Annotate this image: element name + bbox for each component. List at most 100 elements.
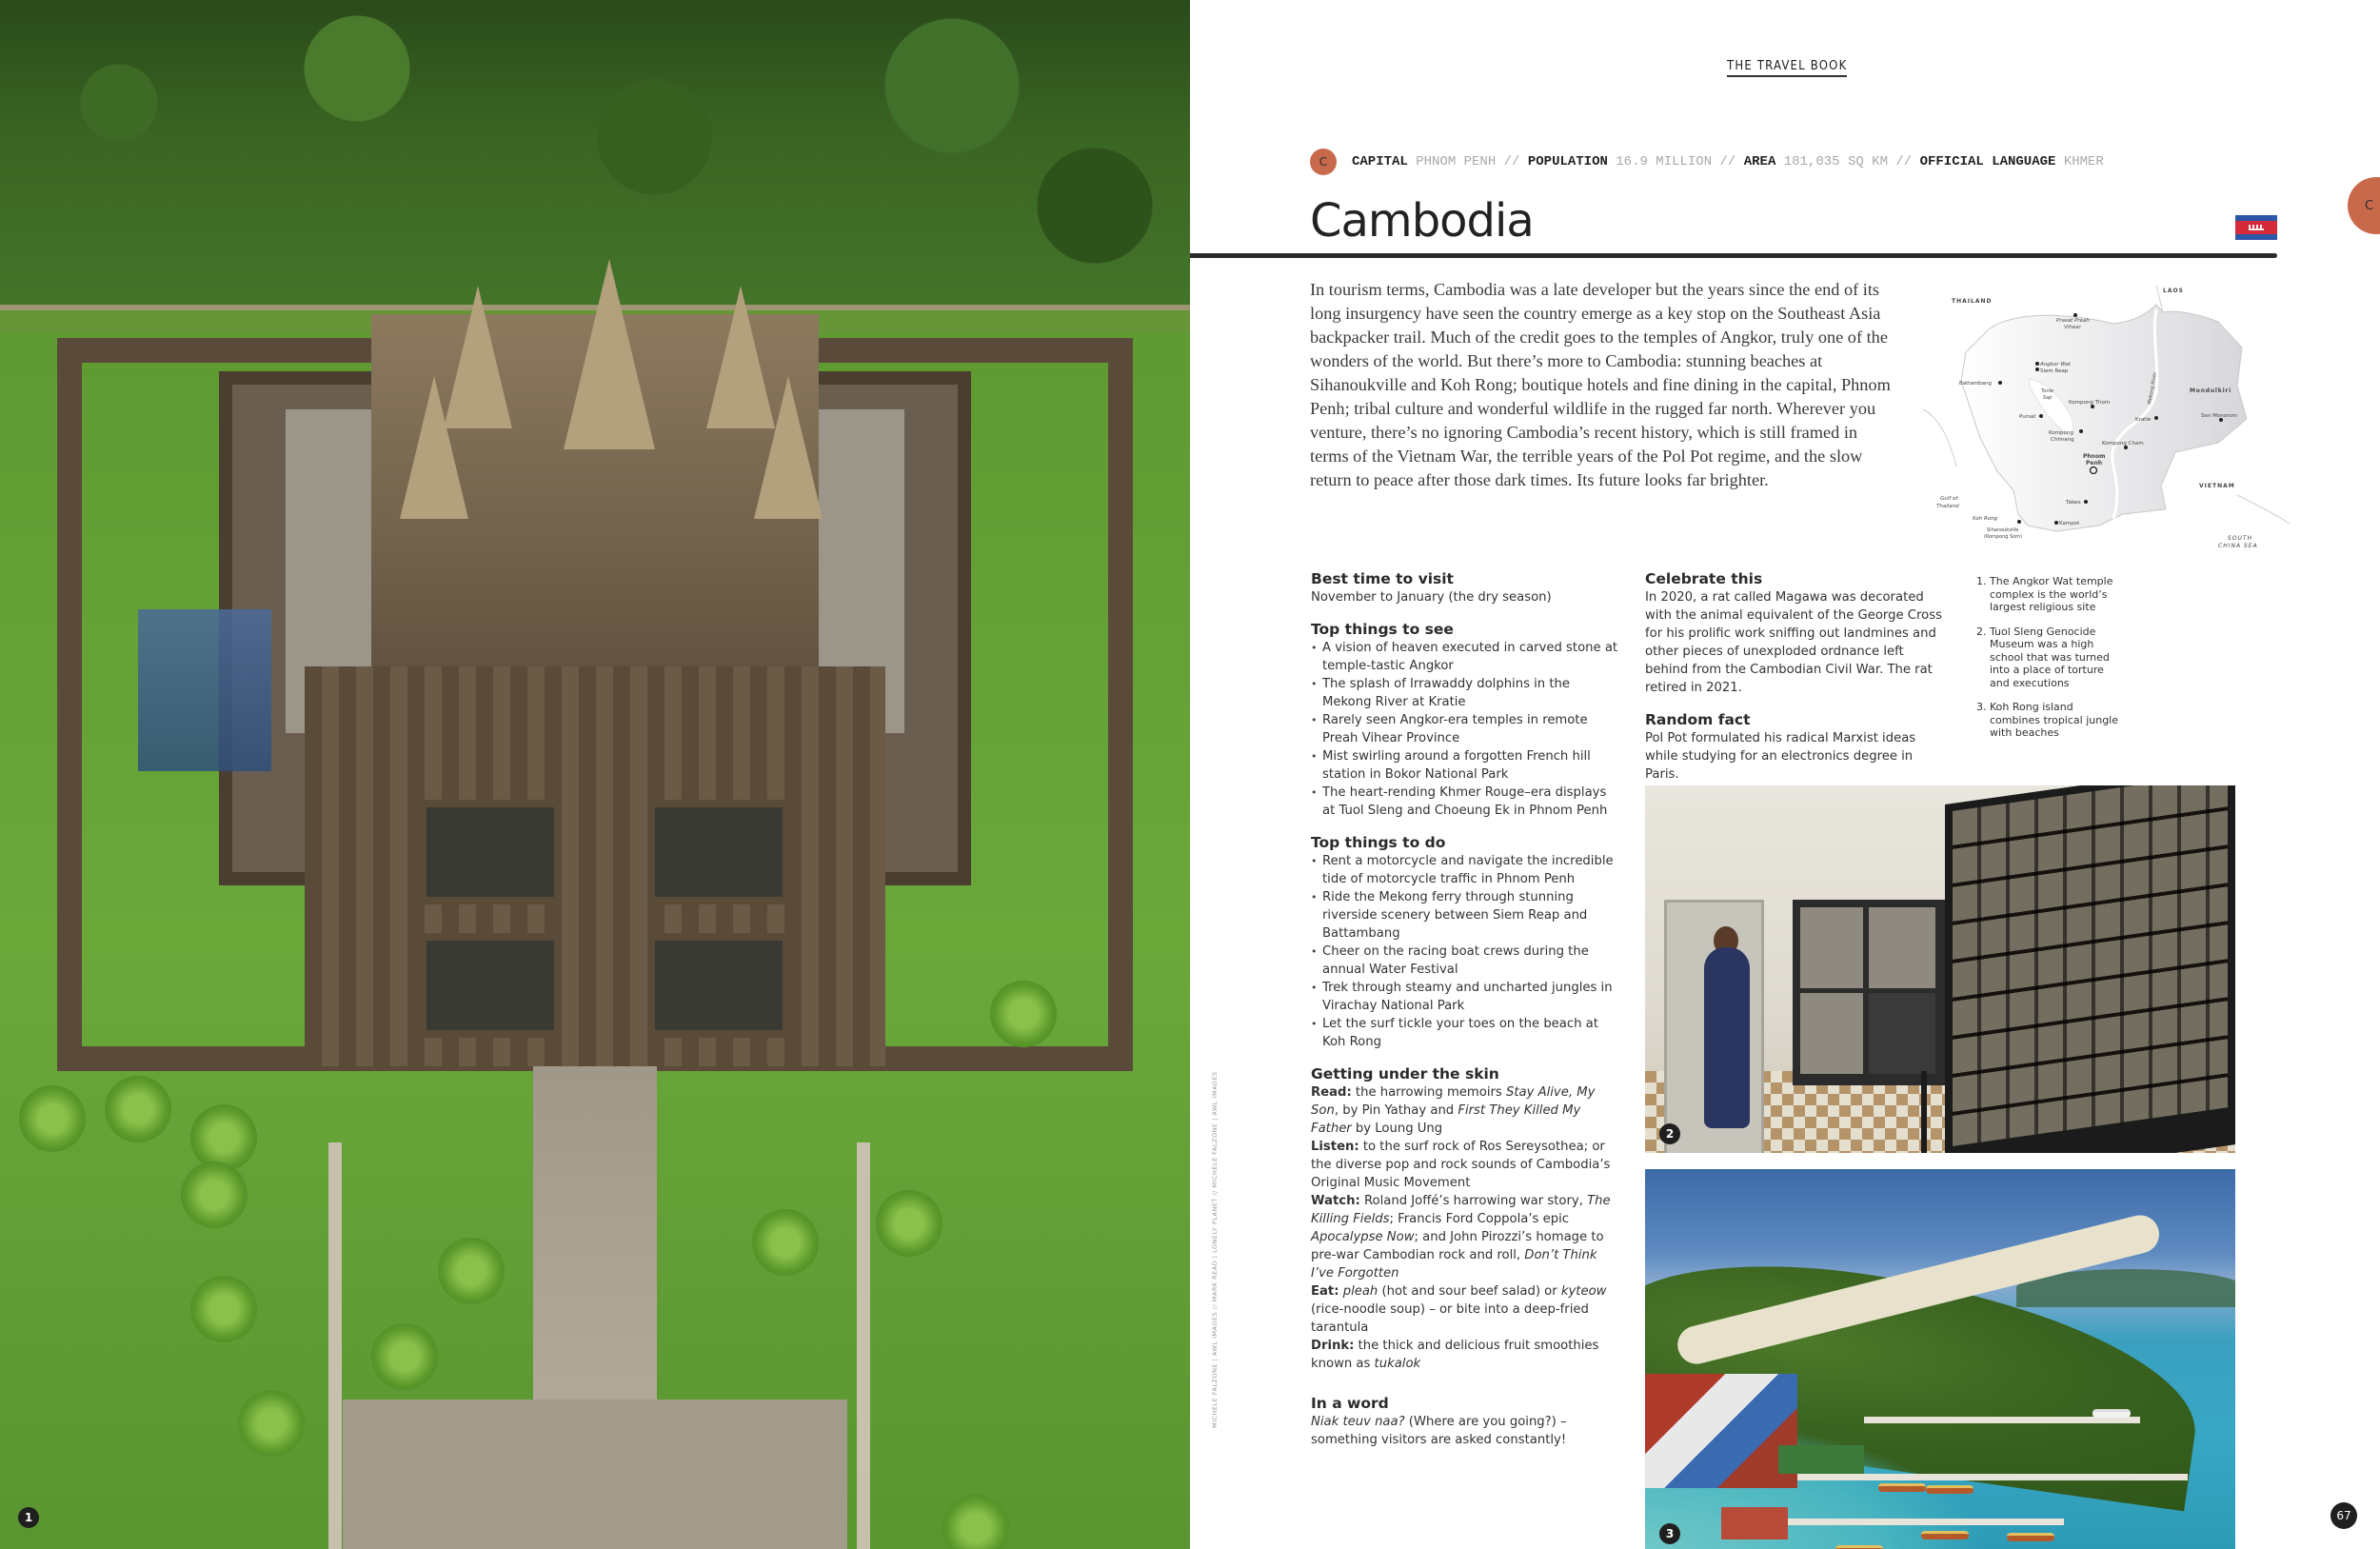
list-item: Ride the Mekong ferry through stunning r…: [1311, 888, 1620, 943]
svg-text:Kompong Thom: Kompong Thom: [2069, 400, 2110, 406]
svg-text:VIETNAM: VIETNAM: [2199, 483, 2235, 489]
celebrate-heading: Celebrate this: [1645, 570, 1763, 587]
svg-text:Chhnang: Chhnang: [2051, 437, 2074, 443]
svg-text:Angkor Wat: Angkor Wat: [2039, 362, 2072, 367]
boat: [1835, 1545, 1883, 1549]
portrait: [1869, 907, 1935, 988]
caption-number: 1.: [1976, 575, 1987, 587]
portrait: [1800, 993, 1863, 1074]
list-item: Let the surf tickle your toes on the bea…: [1311, 1015, 1620, 1051]
eat-label: Eat:: [1311, 1284, 1339, 1299]
skin-heading: Getting under the skin: [1311, 1065, 1499, 1082]
palm-tree: [190, 1276, 257, 1342]
caption-2: 2.Tuol Sleng Genocide Museum was a high …: [1976, 626, 2119, 690]
scaffolding: [138, 609, 271, 771]
cambodia-map: THAILAND LAOS VIETNAM Mondulkiri Prasat …: [1914, 276, 2294, 562]
capital-label: CAPITAL: [1352, 154, 1408, 169]
tuol-sleng-photo: 2: [1645, 785, 2235, 1153]
area-value: 181,035 SQ KM: [1783, 154, 1888, 169]
green-roof: [1778, 1445, 1864, 1474]
listen-entry: Listen: to the surf rock of Ros Sereysot…: [1311, 1138, 1620, 1192]
top-do-list: Rent a motorcycle and navigate the incre…: [1311, 852, 1620, 1051]
cruciform-pool: [419, 933, 562, 1038]
info-column-right: Celebrate this In 2020, a rat called Mag…: [1645, 569, 1950, 797]
alphabet-tab[interactable]: C: [2348, 177, 2380, 234]
temple-tower: [754, 376, 823, 519]
palm-tree: [181, 1162, 248, 1228]
title-divider: [1190, 253, 2277, 258]
list-item: Trek through steamy and uncharted jungle…: [1311, 979, 1620, 1015]
top-do-heading: Top things to do: [1311, 834, 1446, 851]
svg-text:Kratie: Kratie: [2135, 417, 2152, 423]
temple-tower: [400, 376, 468, 519]
text-run: the thick and delicious fruit smoothies …: [1311, 1339, 1599, 1371]
running-head: THE TRAVEL BOOK: [1727, 59, 1848, 77]
text-panel: [1869, 993, 1935, 1074]
caption-text: The Angkor Wat temple complex is the wor…: [1990, 575, 2113, 613]
cruciform-pool: [647, 933, 790, 1038]
population-value: 16.9 MILLION: [1616, 154, 1713, 169]
top-see-list: A vision of heaven executed in carved st…: [1311, 639, 1620, 820]
drink-label: Drink:: [1311, 1339, 1355, 1353]
photo-number-2: 2: [1659, 1123, 1680, 1144]
svg-text:Phnom: Phnom: [2083, 453, 2105, 460]
svg-text:CHINA SEA: CHINA SEA: [2218, 543, 2258, 549]
khmer-phrase: Niak teuv naa?: [1311, 1415, 1405, 1429]
red-roof: [1721, 1507, 1788, 1539]
celebrate-text: In 2020, a rat called Magawa was decorat…: [1645, 590, 1942, 695]
pier: [1864, 1417, 2140, 1423]
palm-tree: [238, 1390, 305, 1457]
best-time-text: November to January (the dry season): [1311, 590, 1552, 605]
text-run: Roland Joffé’s harrowing war story,: [1359, 1194, 1588, 1208]
svg-text:Koh Rong: Koh Rong: [1973, 516, 1998, 522]
in-a-word-heading: In a word: [1311, 1395, 1389, 1412]
caption-number: 2.: [1976, 625, 1987, 638]
cambodia-flag-icon: [2235, 215, 2277, 240]
entrance-terrace: [343, 1400, 847, 1549]
top-see-heading: Top things to see: [1311, 621, 1454, 638]
cruciform-pool: [647, 800, 790, 904]
svg-text:Gulf of: Gulf of: [1940, 496, 1958, 502]
eat-entry: Eat: pleah (hot and sour beef salad) or …: [1311, 1282, 1620, 1337]
boat: [1926, 1485, 1973, 1494]
list-item: Mist swirling around a forgotten French …: [1311, 747, 1620, 784]
watch-label: Watch:: [1311, 1194, 1360, 1208]
caption-text: Tuol Sleng Genocide Museum was a high sc…: [1990, 625, 2110, 689]
cruciform-pool: [419, 800, 562, 904]
palm-tree: [371, 1323, 438, 1390]
film-title: The Killing Fields: [1311, 1194, 1611, 1226]
caption-1: 1.The Angkor Wat temple complex is the w…: [1976, 575, 2119, 614]
pier: [1788, 1519, 2064, 1525]
caption-number: 3.: [1976, 701, 1987, 713]
section-letter-badge: C: [1310, 149, 1337, 175]
dish-name: kyteow: [1560, 1284, 1607, 1299]
text-run: (rice-noodle soup) – or bite into a deep…: [1311, 1302, 1589, 1335]
palm-tree: [105, 1076, 171, 1142]
film-title: Don’t Think I’ve Forgotten: [1311, 1248, 1597, 1281]
svg-text:Kompong: Kompong: [2049, 430, 2073, 436]
top-do-section: Top things to do Rent a motorcycle and n…: [1311, 833, 1620, 1051]
text-run: (Where are you going?) – something visit…: [1311, 1415, 1567, 1447]
svg-text:Tonle: Tonle: [2041, 388, 2053, 394]
visitor: [1704, 947, 1750, 1128]
palm-tree: [190, 1104, 257, 1171]
text-run: by Loung Ung: [1351, 1122, 1443, 1136]
best-time-section: Best time to visit November to January (…: [1311, 569, 1620, 606]
svg-text:Sihanoukville: Sihanoukville: [1987, 527, 2018, 533]
text-run: (hot and sour beef salad) or: [1378, 1284, 1561, 1299]
angkor-wat-photo: 1: [0, 0, 1190, 1549]
watch-entry: Watch: Roland Joffé’s harrowing war stor…: [1311, 1192, 1620, 1282]
celebrate-section: Celebrate this In 2020, a rat called Mag…: [1645, 569, 1950, 697]
in-a-word-text: Niak teuv naa? (Where are you going?) – …: [1311, 1413, 1620, 1449]
language-value: KHMER: [2063, 154, 2104, 169]
language-label: OFFICIAL LANGUAGE: [1919, 154, 2056, 169]
palm-tree: [990, 981, 1057, 1047]
side-path: [857, 1142, 870, 1549]
svg-text:(Kompong Som): (Kompong Som): [1984, 534, 2022, 540]
svg-text:Takeo: Takeo: [2065, 500, 2081, 506]
page-number: 67: [2330, 1502, 2357, 1529]
book-title: Stay Alive, My Son: [1311, 1085, 1596, 1118]
ferry: [2092, 1409, 2131, 1418]
capital-value: PHNOM PENH: [1416, 154, 1497, 169]
svg-text:LAOS: LAOS: [2163, 288, 2184, 294]
